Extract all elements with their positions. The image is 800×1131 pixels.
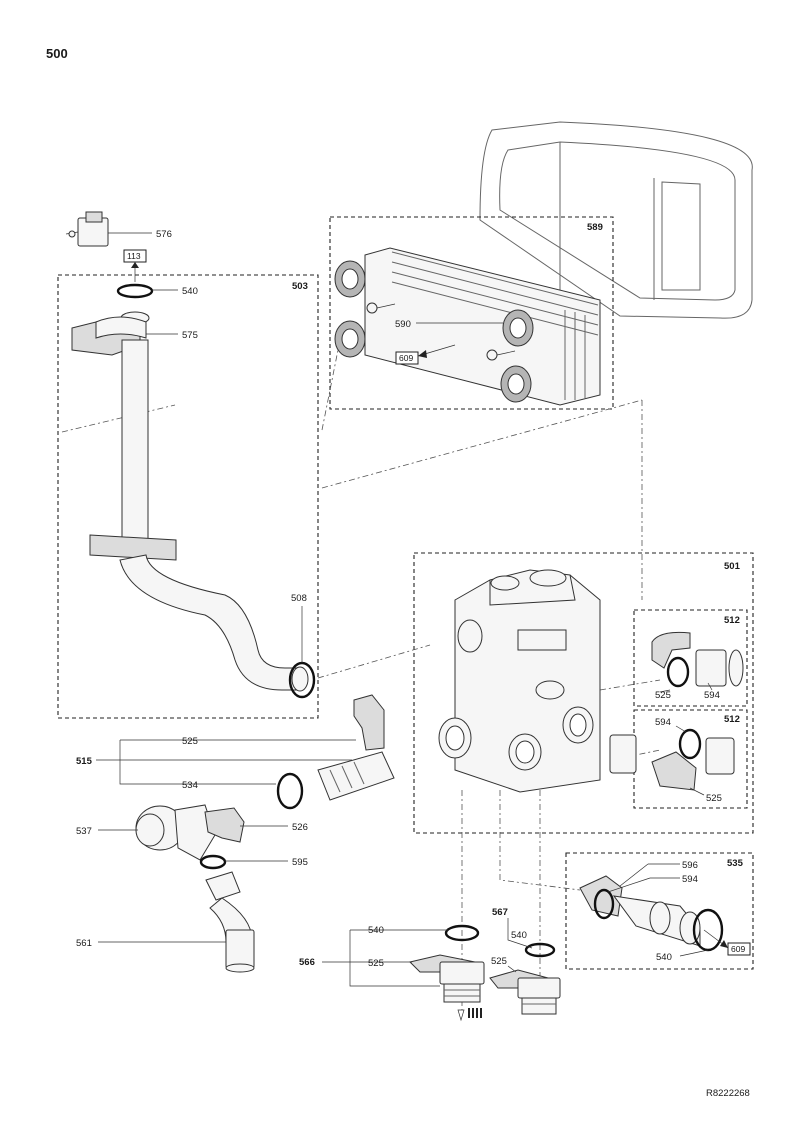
label-525-512-upper: 525 bbox=[655, 690, 671, 701]
label-537: 537 bbox=[76, 826, 92, 837]
ref-113-arrow: 113 bbox=[123, 249, 147, 282]
group-566-label: 566 bbox=[299, 957, 315, 968]
label-595: 595 bbox=[292, 857, 308, 868]
label-540-535: 540 bbox=[656, 952, 672, 963]
part-567-connector bbox=[489, 969, 561, 1015]
label-590: 590 bbox=[395, 319, 411, 330]
part-566-connector bbox=[409, 954, 485, 1003]
exchanger-screws bbox=[366, 302, 516, 361]
label-534: 534 bbox=[182, 780, 198, 791]
part-534-valve-515 bbox=[317, 751, 395, 801]
oring-595 bbox=[199, 854, 227, 870]
group-535-label: 535 bbox=[727, 858, 744, 869]
group-515-label: 515 bbox=[76, 756, 93, 767]
radiator-symbol-icon bbox=[457, 1008, 482, 1022]
group-512-upper-parts bbox=[651, 631, 744, 688]
group-512-upper-box: 512 bbox=[633, 609, 748, 707]
oring-540-567 bbox=[524, 942, 556, 958]
exchanger-seals bbox=[334, 260, 534, 403]
ref-609-535-arrow: 609 bbox=[703, 929, 751, 956]
label-540-top: 540 bbox=[182, 286, 198, 297]
group-567-label: 567 bbox=[492, 907, 508, 918]
oring-540-top bbox=[116, 283, 154, 299]
condenser-housing-outline bbox=[479, 121, 753, 319]
drawing-reference: R8222268 bbox=[706, 1088, 750, 1099]
part-526-clip bbox=[204, 807, 245, 843]
label-561: 561 bbox=[76, 938, 92, 949]
group-512-upper-label: 512 bbox=[724, 615, 740, 626]
label-575: 575 bbox=[182, 330, 198, 341]
oring-540-566 bbox=[444, 924, 480, 942]
group-501-label: 501 bbox=[724, 561, 741, 572]
label-526: 526 bbox=[292, 822, 308, 833]
label-594-512-lower: 594 bbox=[655, 717, 671, 728]
group-589-box: 589 bbox=[329, 216, 614, 410]
label-525-566: 525 bbox=[368, 958, 384, 969]
part-537-elbow bbox=[135, 804, 216, 861]
ref-113: 113 bbox=[127, 251, 141, 261]
group-503-box: 503 bbox=[57, 274, 319, 719]
label-525-567: 525 bbox=[491, 956, 507, 967]
ref-609-535: 609 bbox=[731, 944, 745, 954]
label-594-535: 594 bbox=[682, 874, 698, 885]
part-561-pipe bbox=[205, 871, 255, 973]
label-594-512-upper: 594 bbox=[704, 690, 720, 701]
label-540-566: 540 bbox=[368, 925, 384, 936]
label-508: 508 bbox=[291, 593, 307, 604]
label-525-512-lower: 525 bbox=[706, 793, 722, 804]
ref-609-top-arrow: 609 bbox=[395, 344, 456, 365]
valve-block-501 bbox=[438, 569, 637, 793]
oring-534 bbox=[276, 772, 304, 810]
bracket-566 bbox=[349, 930, 440, 987]
label-596: 596 bbox=[682, 860, 698, 871]
group-512-lower-parts bbox=[651, 728, 735, 791]
ref-609-top: 609 bbox=[399, 353, 413, 363]
pipe-503 bbox=[89, 339, 309, 692]
label-525-515: 525 bbox=[182, 736, 198, 747]
group-512-lower-label: 512 bbox=[724, 714, 740, 725]
diagram-title: 500 bbox=[46, 46, 68, 61]
group-589-label: 589 bbox=[587, 222, 603, 233]
group-535-box: 535 bbox=[565, 852, 754, 970]
part-576-sensor bbox=[65, 211, 109, 247]
part-525-clip-515 bbox=[353, 694, 385, 751]
group-501-box: 501 bbox=[413, 552, 754, 834]
bracket-515 bbox=[96, 739, 356, 785]
label-576: 576 bbox=[156, 229, 172, 240]
assembly-axis-lines bbox=[61, 339, 661, 1010]
label-540-567: 540 bbox=[511, 930, 527, 941]
heat-exchanger-589 bbox=[364, 247, 601, 406]
group-503-label: 503 bbox=[292, 281, 308, 292]
group-535-parts bbox=[579, 875, 701, 947]
